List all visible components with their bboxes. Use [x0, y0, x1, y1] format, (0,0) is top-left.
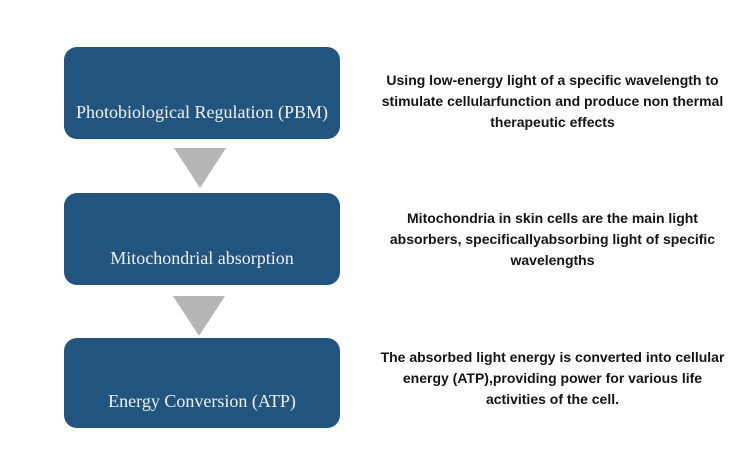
description-step-1: Using low-energy light of a specific wav…: [360, 70, 745, 133]
description-line: The absorbed light energy is converted i…: [380, 349, 725, 365]
description-line: activities of the cell.: [485, 391, 620, 407]
flow-box-label: Photobiological Regulation (PBM): [76, 102, 328, 122]
arrow-down-icon: [174, 148, 226, 188]
description-step-2: Mitochondria in skin cells are the main …: [360, 208, 745, 271]
description-line: Using low-energy light of a specific wav…: [386, 72, 719, 88]
description-line: Mitochondria in skin cells are the main …: [407, 210, 698, 226]
description-line: wavelengths: [510, 252, 595, 268]
description-step-3: The absorbed light energy is converted i…: [360, 347, 745, 410]
description-line: absorbers, specificallyabsorbing light o…: [389, 231, 716, 247]
description-line: energy (ATP),providing power for various…: [402, 370, 703, 386]
arrow-down-icon: [173, 296, 225, 336]
flow-box-energy-conversion: Energy Conversion (ATP): [64, 338, 340, 428]
flow-box-mitochondrial-absorption: Mitochondrial absorption: [64, 193, 340, 285]
flow-box-label: Mitochondrial absorption: [110, 248, 294, 268]
flow-box-label: Energy Conversion (ATP): [108, 391, 296, 411]
description-line: stimulate cellularfunction and produce n…: [381, 93, 724, 109]
flow-box-photobiological-regulation: Photobiological Regulation (PBM): [64, 47, 340, 139]
description-line: therapeutic effects: [490, 114, 615, 130]
